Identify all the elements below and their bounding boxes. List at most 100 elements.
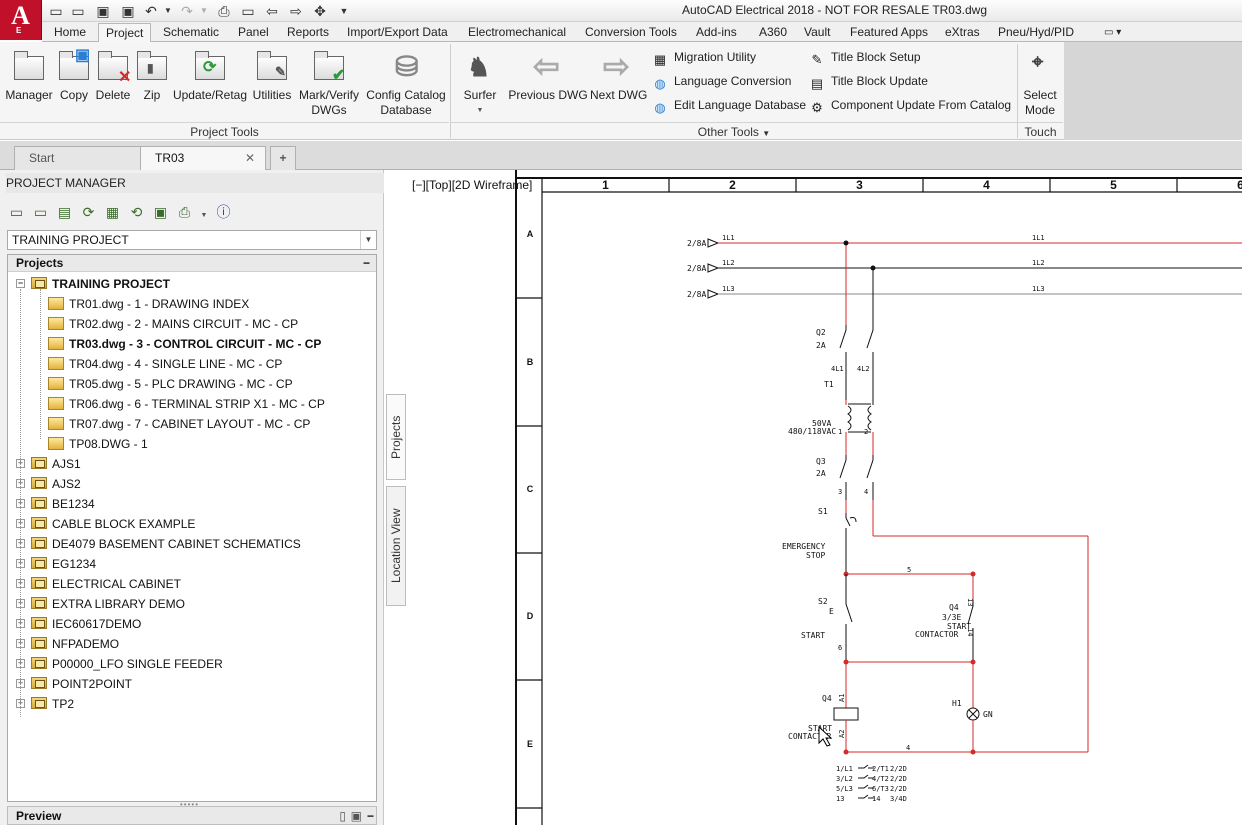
- select-mode-button[interactable]: ⌖ Select Mode: [1020, 50, 1060, 118]
- tree-drawing-item[interactable]: TR07.dwg - 7 - CABINET LAYOUT - MC - CP: [48, 414, 310, 434]
- component-update-button[interactable]: ⚙Component Update From Catalog: [809, 96, 1011, 115]
- project-select[interactable]: TRAINING PROJECT ▼: [7, 230, 377, 250]
- tree-project-item[interactable]: +DE4079 BASEMENT CABINET SCHEMATICS: [16, 534, 301, 554]
- tree-project-item[interactable]: +AJS1: [16, 454, 81, 474]
- tree-project-item[interactable]: +CABLE BLOCK EXAMPLE: [16, 514, 195, 534]
- publish-icon[interactable]: ▭: [241, 3, 255, 19]
- tab-vault[interactable]: Vault: [804, 25, 831, 39]
- config-catalog-button[interactable]: ⛁ Config Catalog Database: [364, 50, 448, 118]
- descriptions-icon[interactable]: ▣: [153, 204, 168, 220]
- tab-add-ins[interactable]: Add-ins: [696, 25, 737, 39]
- new-tab-button[interactable]: +: [270, 146, 296, 170]
- preview-mode-icon[interactable]: ▯: [339, 809, 346, 823]
- tree-project-item[interactable]: +TP2: [16, 694, 74, 714]
- collapse-section-icon[interactable]: −: [362, 256, 370, 270]
- tree-project-item[interactable]: +POINT2POINT: [16, 674, 132, 694]
- previous-drawing-icon[interactable]: ⇦: [266, 3, 278, 19]
- tab-electromechanical[interactable]: Electromechanical: [468, 25, 567, 39]
- collapse-section-icon[interactable]: −: [366, 809, 374, 823]
- close-icon[interactable]: ✕: [244, 151, 255, 165]
- tree-project-item[interactable]: +EXTRA LIBRARY DEMO: [16, 594, 185, 614]
- tree-drawing-item[interactable]: TR06.dwg - 6 - TERMINAL STRIP X1 - MC - …: [48, 394, 325, 414]
- tree-project-item[interactable]: +P00000_LFO SINGLE FEEDER: [16, 654, 223, 674]
- projects-side-tab[interactable]: Projects: [386, 394, 406, 480]
- surfer-dropdown-icon[interactable]: ▼: [476, 107, 484, 114]
- next-drawing-icon[interactable]: ⇨: [290, 3, 302, 19]
- redo-icon[interactable]: ↷: [181, 3, 193, 19]
- tree-project-item[interactable]: +IEC60617DEMO: [16, 614, 141, 634]
- title-block-update-button[interactable]: ▤Title Block Update: [809, 72, 928, 91]
- title-block-setup-button[interactable]: ✎Title Block Setup: [809, 48, 921, 67]
- tab-project[interactable]: Project: [98, 23, 152, 42]
- copy-button[interactable]: ▣ Copy: [56, 48, 92, 103]
- edit-language-database-button[interactable]: ◍Edit Language Database: [652, 96, 806, 115]
- chevron-down-icon[interactable]: ▼: [200, 212, 208, 219]
- redo-dropdown-icon[interactable]: ▼: [200, 6, 208, 15]
- other-tools-panel-label[interactable]: Other Tools ▼: [451, 122, 1017, 140]
- splitter-grip[interactable]: •••••: [180, 800, 200, 809]
- doc-tab-start[interactable]: Start: [14, 146, 142, 170]
- tree-drawing-item[interactable]: TR05.dwg - 5 - PLC DRAWING - MC - CP: [48, 374, 293, 394]
- previous-dwg-button[interactable]: ⇦ Previous DWG: [508, 50, 588, 103]
- tab-pneu-hyd-pid[interactable]: Pneu/Hyd/PID: [998, 25, 1075, 39]
- undo-dropdown-icon[interactable]: ▼: [164, 6, 172, 15]
- surfer-icon[interactable]: ✥: [314, 3, 326, 19]
- tree-project-item[interactable]: +AJS2: [16, 474, 81, 494]
- undo-icon[interactable]: ↶: [145, 3, 157, 19]
- zip-button[interactable]: ▮ Zip: [135, 50, 169, 103]
- tree-project-item[interactable]: +NFPADEMO: [16, 634, 119, 654]
- viewport-controls-label[interactable]: [−][Top][2D Wireframe]: [412, 178, 533, 192]
- tab-home[interactable]: Home: [54, 25, 87, 39]
- ribbon-minimize-toggle[interactable]: ▭ ▾: [1104, 27, 1122, 38]
- project-properties-icon[interactable]: ▤: [57, 204, 72, 220]
- doc-tab-tr03[interactable]: TR03✕: [140, 146, 266, 170]
- tree-project-item[interactable]: +BE1234: [16, 494, 95, 514]
- panel-divider-2: [1017, 44, 1018, 138]
- tree-drawing-item[interactable]: TR01.dwg - 1 - DRAWING INDEX: [48, 294, 249, 314]
- tab-panel[interactable]: Panel: [238, 25, 269, 39]
- next-dwg-button[interactable]: ⇨ Next DWG: [590, 50, 647, 103]
- new-project-icon[interactable]: ▭: [33, 204, 48, 220]
- preview-image-icon[interactable]: ▣: [350, 809, 362, 823]
- update-retag-icon[interactable]: ⟳: [82, 204, 95, 220]
- collapse-node-icon[interactable]: −: [16, 278, 25, 288]
- tree-drawing-item[interactable]: TR04.dwg - 4 - SINGLE LINE - MC - CP: [48, 354, 282, 374]
- tree-project-item[interactable]: +EG1234: [16, 554, 96, 574]
- mark-verify-button[interactable]: ✔ Mark/Verify DWGs: [296, 50, 362, 118]
- location-view-side-tab[interactable]: Location View: [386, 486, 406, 606]
- migration-utility-button[interactable]: ▦Migration Utility: [652, 48, 756, 67]
- other-tools-label: Other Tools: [697, 125, 759, 139]
- tab-conversion-tools[interactable]: Conversion Tools: [585, 25, 677, 39]
- new-icon[interactable]: ▭: [49, 3, 63, 19]
- chevron-down-icon[interactable]: ▼: [360, 231, 376, 249]
- tab-schematic[interactable]: Schematic: [163, 25, 220, 39]
- qat-customize-icon[interactable]: ▼: [339, 6, 349, 16]
- open-icon[interactable]: ▭: [71, 3, 85, 19]
- tree-project-item[interactable]: +ELECTRICAL CABINET: [16, 574, 181, 594]
- tree-drawing-item[interactable]: TP08.DWG - 1: [48, 434, 148, 454]
- tab-reports[interactable]: Reports: [287, 25, 330, 39]
- language-conversion-button[interactable]: ◍Language Conversion: [652, 72, 791, 91]
- application-menu-button[interactable]: A E: [0, 0, 42, 40]
- tree-project-active[interactable]: −TRAINING PROJECT: [16, 274, 170, 294]
- utilities-button[interactable]: ✎ Utilities: [251, 50, 293, 103]
- delete-button[interactable]: ✕ Delete: [94, 50, 132, 103]
- tab-a360[interactable]: A360: [759, 25, 788, 39]
- tab-featured-apps[interactable]: Featured Apps: [850, 25, 929, 39]
- update-retag-button[interactable]: ⟳ Update/Retag: [172, 50, 248, 103]
- open-project-icon[interactable]: ▭: [9, 204, 24, 220]
- tab-extras[interactable]: eXtras: [945, 25, 980, 39]
- task-list-icon[interactable]: ▦: [105, 204, 120, 220]
- help-icon[interactable]: ⓘ: [216, 204, 231, 220]
- open-project-icon[interactable]: ▣: [96, 3, 110, 19]
- refresh-icon[interactable]: ⟲: [130, 204, 143, 220]
- tab-import-export[interactable]: Import/Export Data: [347, 25, 448, 39]
- surfer-button[interactable]: ♞ Surfer ▼: [460, 50, 500, 118]
- plot-icon[interactable]: ⎙: [218, 3, 230, 19]
- manager-button[interactable]: Manager: [5, 50, 53, 103]
- tree-drawing-item[interactable]: TR03.dwg - 3 - CONTROL CIRCUIT - MC - CP: [48, 334, 321, 354]
- save-icon[interactable]: ▣: [121, 3, 135, 19]
- plot-icon[interactable]: ⎙: [178, 204, 191, 220]
- tree-drawing-item[interactable]: TR02.dwg - 2 - MAINS CIRCUIT - MC - CP: [48, 314, 298, 334]
